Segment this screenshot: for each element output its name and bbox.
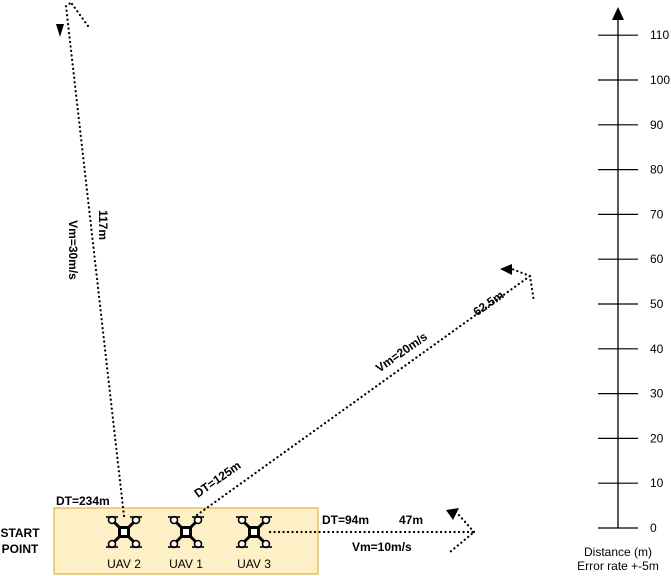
uav1-label: UAV 1	[169, 557, 203, 571]
scale-tick-label: 30	[650, 387, 664, 401]
scale-tick-label: 100	[650, 73, 670, 87]
start-box	[53, 507, 319, 575]
uav1-path	[195, 267, 536, 517]
uav2-return-arrow-icon	[56, 24, 64, 37]
scale-tick-label: 70	[650, 207, 664, 221]
scale-tick-label: 10	[650, 476, 664, 490]
uav3-return-arrow-icon	[446, 508, 459, 520]
scale-tick-label: 50	[650, 297, 664, 311]
uav1-dt-label: DT=125m	[192, 458, 244, 500]
scale-tick-label: 110	[650, 28, 669, 42]
scale-tick-label: 40	[650, 342, 664, 356]
uav3-label: UAV 3	[237, 557, 271, 571]
scale-tick-label: 20	[650, 431, 664, 445]
uav2-speed-label: Vm=30m/s	[66, 220, 80, 280]
start-label-line2: POINT	[2, 542, 39, 556]
uav2-dt-label: DT=234m	[56, 494, 110, 508]
uav2-path	[64, 0, 126, 518]
start-label-line1: START	[0, 526, 40, 540]
scale-caption-line2: Error rate +-5m	[577, 559, 659, 573]
scale-tick-label: 90	[650, 118, 664, 132]
scale-tick-label: 60	[650, 252, 664, 266]
uav3-path	[268, 512, 478, 554]
uav3-distance-label: 47m	[399, 513, 423, 527]
scale-tick-label: 80	[650, 163, 664, 177]
scale-arrow-up-icon	[612, 7, 624, 20]
uav2-label: UAV 2	[107, 557, 141, 571]
scale-caption-line1: Distance (m)	[584, 545, 652, 559]
uav1-distance-label: 62.5m	[471, 288, 507, 319]
uav1-return-arrow-icon	[500, 264, 512, 275]
scale-tick-label: 0	[650, 521, 657, 535]
scale-ticks: 0 10 20 30 40 50 60 70 80 90 100 110	[598, 28, 670, 535]
uav2-distance-label: 117m	[96, 210, 110, 240]
uav3-dt-label: DT=94m	[322, 513, 369, 527]
uav3-speed-label: Vm=10m/s	[352, 540, 412, 554]
